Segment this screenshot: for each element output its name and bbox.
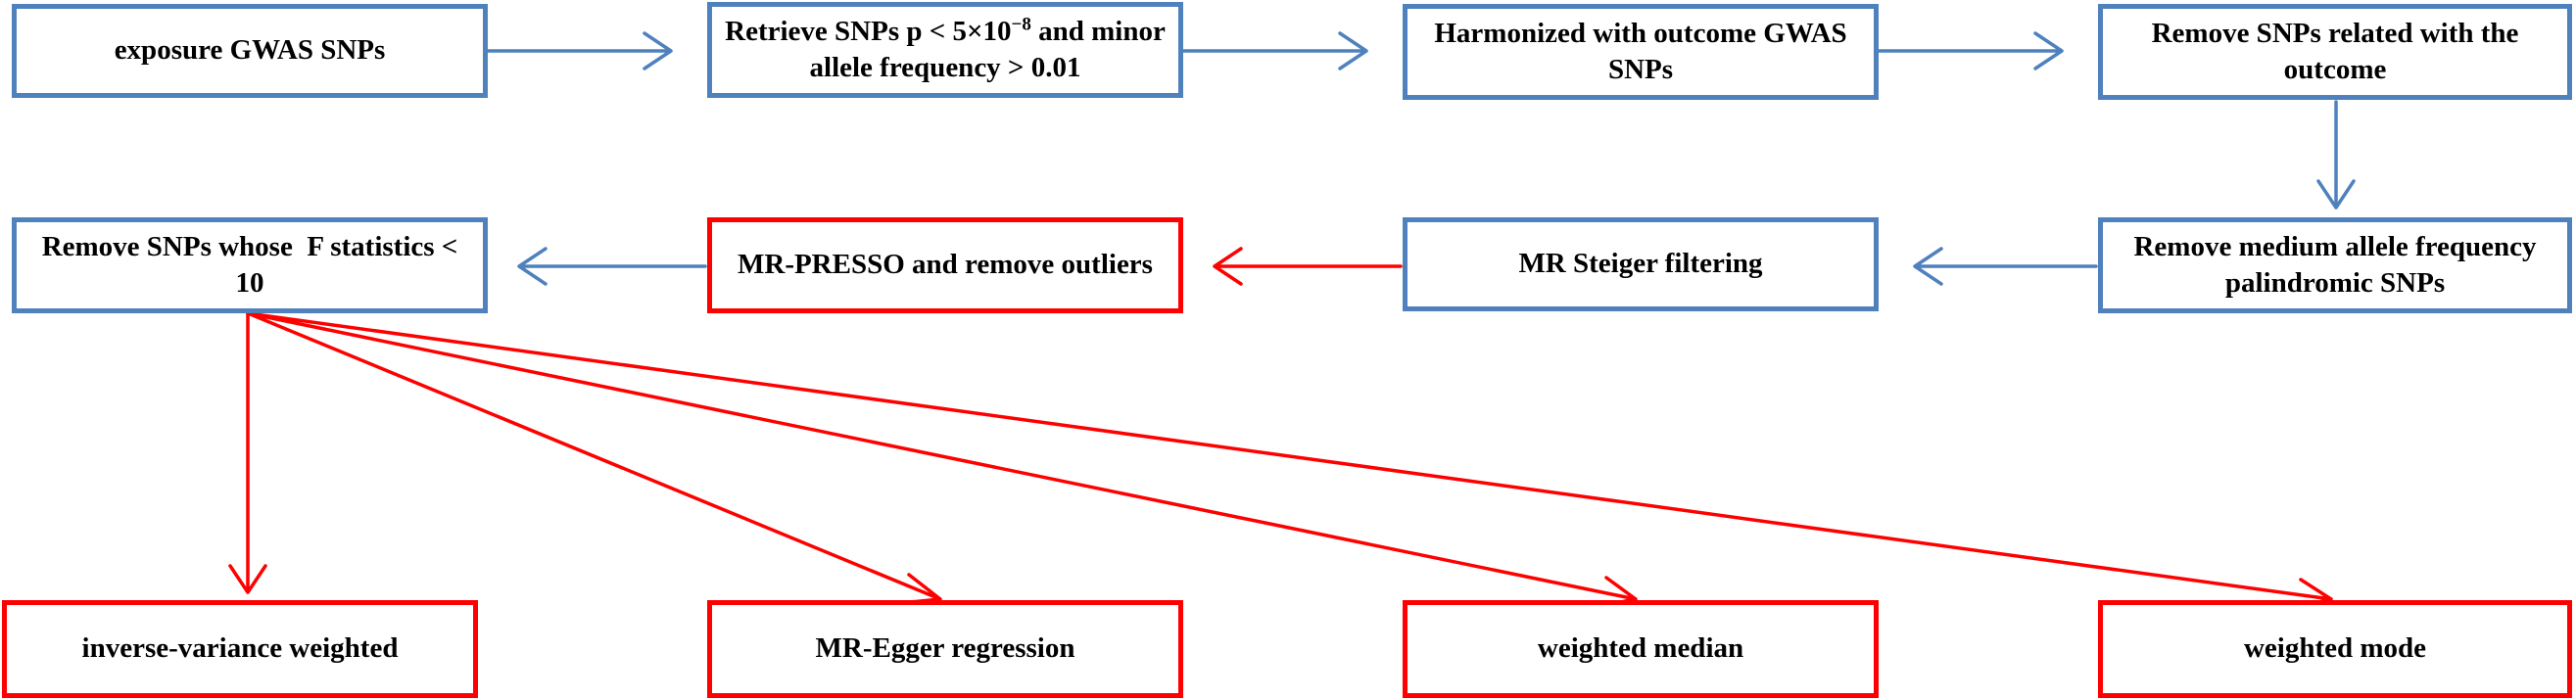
- arrow-remove-outcome-to-palindromic: [2316, 100, 2356, 210]
- arrow-fstat-to-ivw: [228, 311, 267, 594]
- node-ivw-label: inverse-variance weighted: [81, 632, 399, 665]
- node-remove-palindromic: Remove medium allele frequency palindrom…: [2098, 217, 2572, 313]
- arrow-presso-to-fstat: [517, 247, 707, 286]
- node-exposure-label: exposure GWAS SNPs: [114, 34, 386, 67]
- arrow-exposure-to-retrieve: [486, 31, 673, 70]
- node-steiger-label: MR Steiger filtering: [1518, 248, 1763, 280]
- node-presso-label: MR-PRESSO and remove outliers: [738, 249, 1153, 281]
- arrow-steiger-to-presso: [1213, 247, 1403, 286]
- node-palindromic-label: Remove medium allele frequency palindrom…: [2133, 230, 2537, 299]
- node-egger-label: MR-Egger regression: [815, 632, 1075, 665]
- node-exposure-gwas-snps: exposure GWAS SNPs: [12, 4, 488, 98]
- node-remove-fstat-snps: Remove SNPs whose F statistics < 10: [12, 217, 488, 313]
- node-inverse-variance-weighted: inverse-variance weighted: [2, 600, 478, 698]
- arrow-fstat-to-median: [246, 311, 1638, 608]
- arrow-palindromic-to-steiger: [1913, 247, 2098, 286]
- node-mode-label: weighted mode: [2243, 632, 2427, 665]
- node-remove-outcome-snps: Remove SNPs related with the outcome: [2098, 4, 2572, 100]
- arrow-harmonized-to-remove-outcome: [1877, 31, 2064, 70]
- node-mr-presso: MR-PRESSO and remove outliers: [707, 217, 1183, 313]
- node-weighted-mode: weighted mode: [2098, 600, 2572, 698]
- node-remove-outcome-label: Remove SNPs related with the outcome: [2151, 17, 2519, 85]
- node-retrieve-snps: Retrieve SNPs p < 5×10−8 and minor allel…: [707, 2, 1183, 98]
- node-harmonized: Harmonized with outcome GWAS SNPs: [1403, 4, 1879, 100]
- arrow-fstat-to-egger: [246, 311, 942, 605]
- node-mr-egger: MR-Egger regression: [707, 600, 1183, 698]
- node-steiger-filtering: MR Steiger filtering: [1403, 217, 1879, 311]
- node-retrieve-label: Retrieve SNPs p < 5×10−8 and minor allel…: [725, 14, 1166, 83]
- arrow-retrieve-to-harmonized: [1181, 31, 1368, 70]
- node-median-label: weighted median: [1537, 632, 1744, 665]
- arrow-fstat-to-mode: [246, 311, 2333, 610]
- node-harmonized-label: Harmonized with outcome GWAS SNPs: [1434, 17, 1847, 85]
- node-weighted-median: weighted median: [1403, 600, 1879, 698]
- node-fstat-label: Remove SNPs whose F statistics < 10: [41, 230, 465, 299]
